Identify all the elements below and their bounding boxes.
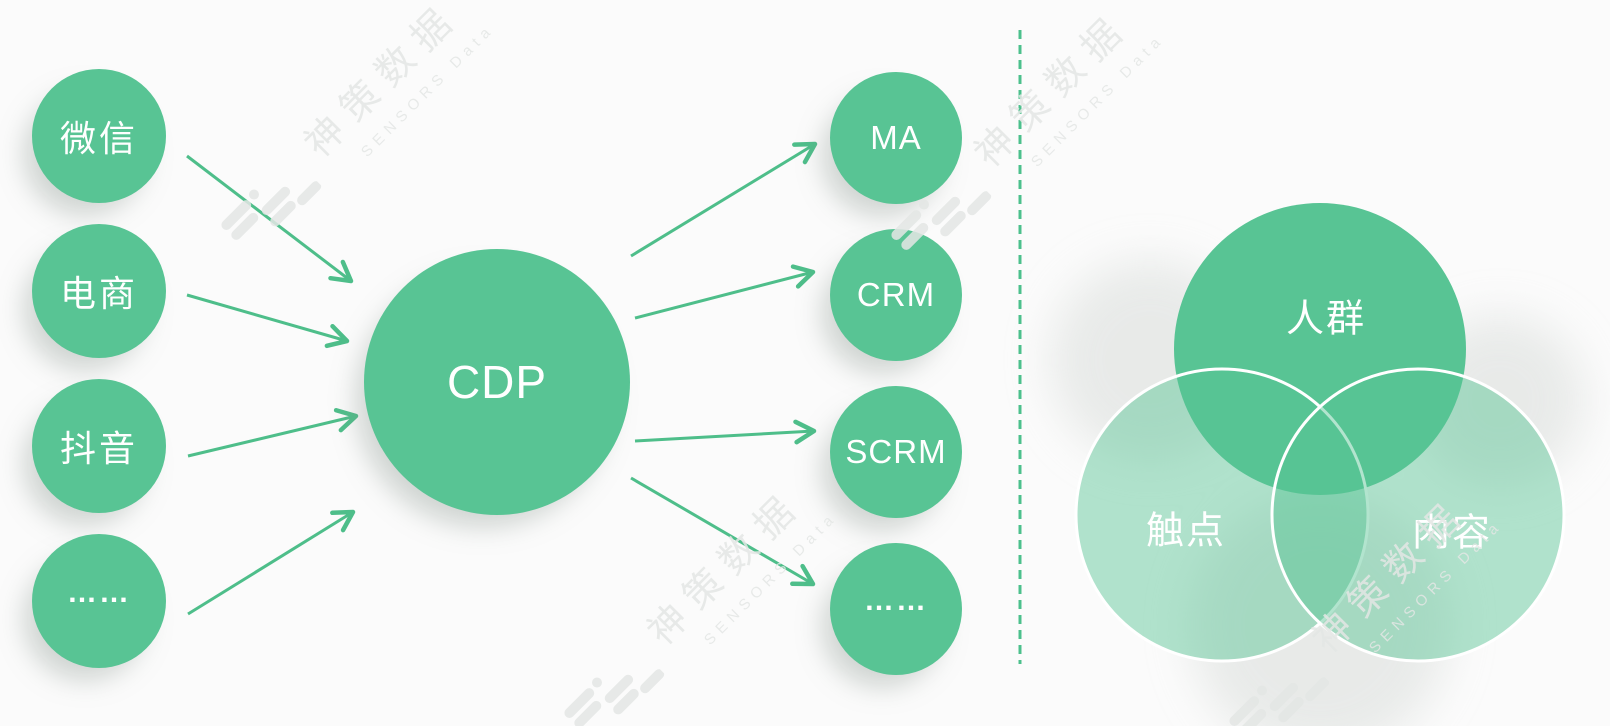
- destination-circle-scrm: SCRM: [830, 386, 962, 518]
- source-circle-wechat: 微信: [32, 69, 166, 203]
- arrow-cdp-to-crm: [634, 264, 816, 320]
- source-circle-ecommerce: 电商: [32, 224, 166, 358]
- venn-label-crowd: 人群: [1285, 298, 1367, 341]
- arrow-more-to-cdp: [187, 509, 356, 616]
- hub-circle-cdp: CDP: [364, 249, 630, 515]
- destination-label-crm: CRM: [856, 276, 936, 313]
- arrow-douyin-to-cdp: [187, 407, 359, 458]
- venn-circle-content: [1270, 367, 1566, 663]
- arrow-ecommerce-to-cdp: [186, 293, 350, 349]
- source-circle-more: ……: [32, 534, 166, 668]
- destination-circle-ma: MA: [830, 72, 962, 204]
- source-label-wechat: 微信: [59, 118, 138, 159]
- arrow-cdp-to-more: [630, 476, 816, 587]
- venn-circle-touchpoint: [1074, 367, 1370, 663]
- destination-label-ma: MA: [870, 119, 922, 156]
- destination-circle-crm: CRM: [830, 229, 962, 361]
- destination-circle-more: ……: [830, 543, 962, 675]
- venn-diagram: [1074, 203, 1566, 663]
- venn-circle-crowd: [1174, 203, 1466, 495]
- source-circle-douyin: 抖音: [32, 379, 166, 513]
- source-label-douyin: 抖音: [59, 428, 138, 469]
- arrow-cdp-to-scrm: [634, 419, 817, 445]
- source-label-ecommerce: 电商: [59, 273, 138, 314]
- output-arrows: [630, 141, 818, 587]
- arrow-wechat-to-cdp: [186, 154, 354, 284]
- arrow-cdp-to-ma: [630, 141, 818, 258]
- hub-label-cdp: CDP: [446, 356, 548, 408]
- destination-label-scrm: SCRM: [845, 433, 947, 470]
- source-label-more: ……: [67, 576, 131, 609]
- venn-label-content: 内容: [1411, 512, 1493, 555]
- input-arrows: [186, 154, 359, 616]
- venn-label-touchpoint: 触点: [1145, 510, 1227, 553]
- destination-label-more: ……: [864, 584, 928, 617]
